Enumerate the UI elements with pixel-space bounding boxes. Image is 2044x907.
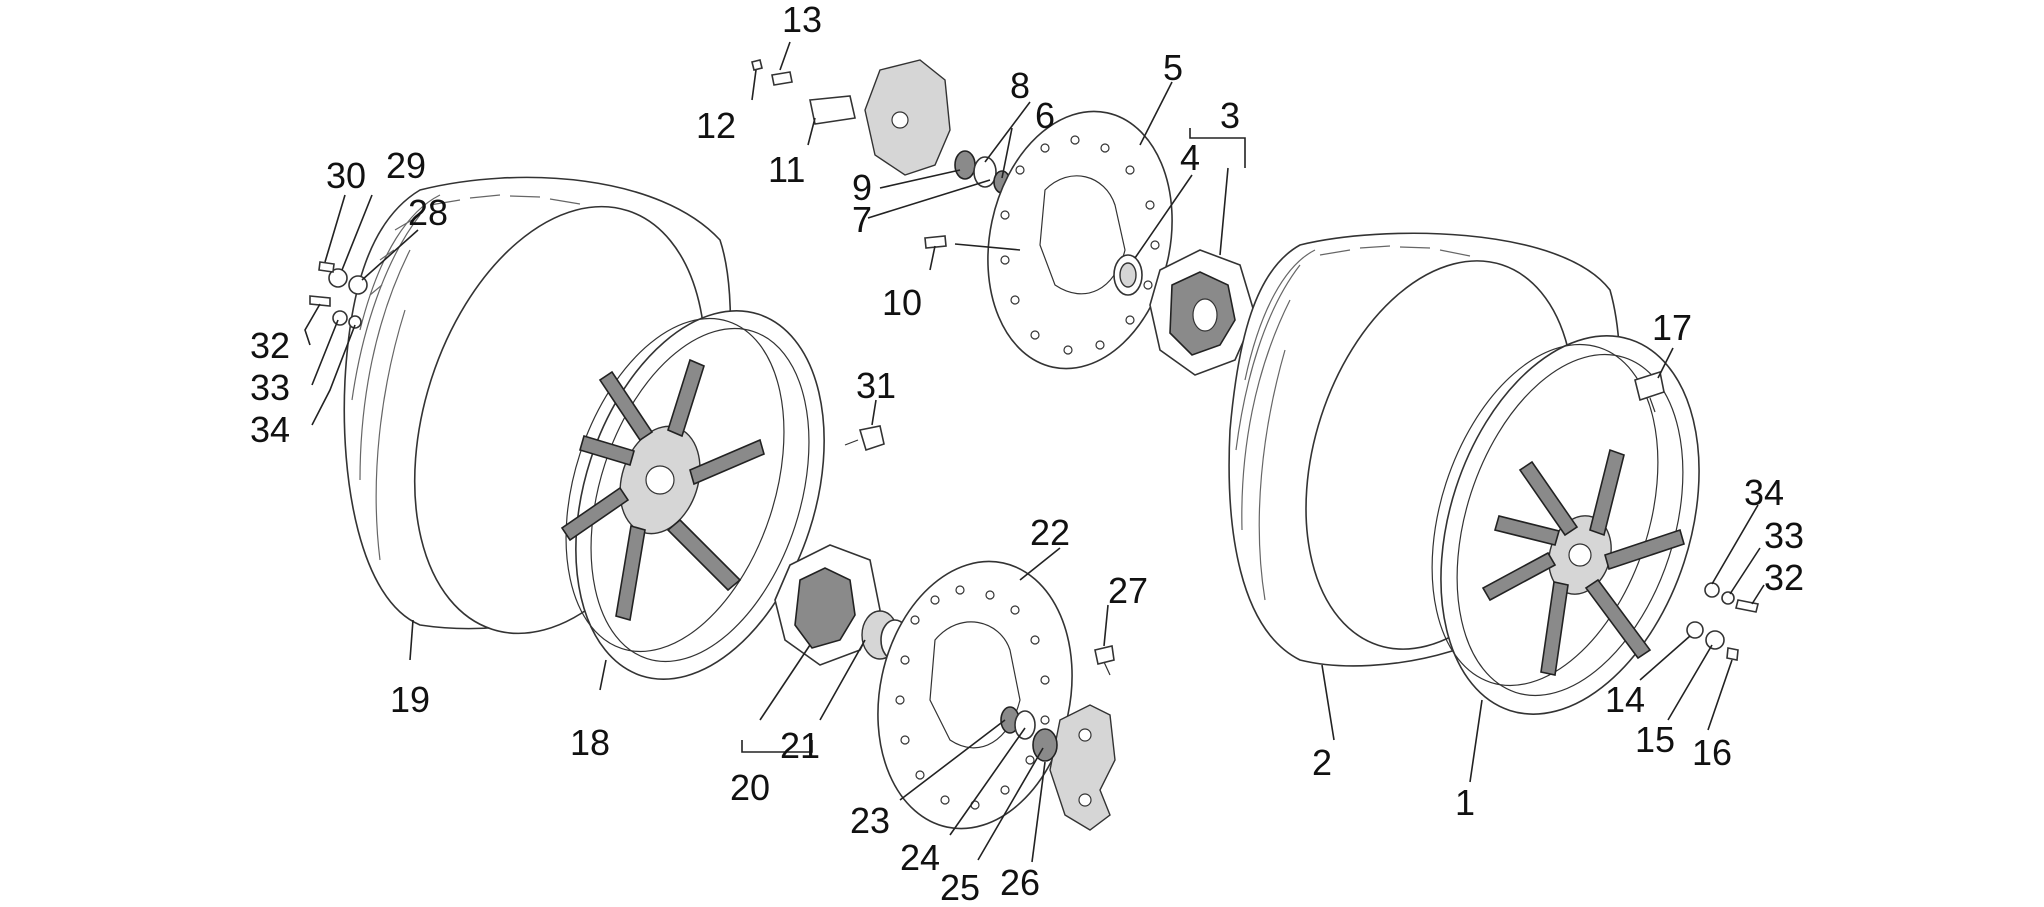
label-part-16: 16 [1692, 732, 1732, 773]
label-part-11: 11 [768, 149, 805, 190]
label-part-10: 10 [882, 282, 922, 323]
label-part-30: 30 [326, 155, 366, 196]
label-part-1: 1 [1455, 782, 1475, 823]
label-part-3: 3 [1220, 95, 1240, 136]
left-small-parts [309, 261, 1115, 676]
label-part-23: 23 [850, 800, 890, 841]
top-brake-disc-5 [987, 110, 1173, 370]
label-part-33-right: 33 [1764, 515, 1804, 556]
label-part-33-left: 33 [250, 367, 290, 408]
label-part-34-right: 34 [1744, 472, 1784, 513]
label-part-15: 15 [1635, 719, 1675, 760]
left-hub-20 [774, 544, 910, 666]
label-part-5: 5 [1163, 47, 1183, 88]
part-labels: 13 12 11 9 7 8 6 5 3 4 10 30 29 28 32 33… [250, 0, 1804, 907]
label-part-21: 21 [780, 725, 820, 766]
label-part-2: 2 [1312, 742, 1332, 783]
left-caliper-26 [1049, 704, 1116, 831]
label-part-17: 17 [1652, 307, 1692, 348]
left-bearings-24-25 [1000, 706, 1058, 762]
left-rim-18 [560, 310, 825, 680]
label-part-29: 29 [386, 145, 426, 186]
label-part-7: 7 [852, 199, 872, 240]
label-part-28: 28 [408, 192, 448, 233]
label-part-26: 26 [1000, 862, 1040, 903]
top-caliper-11 [809, 59, 951, 176]
label-part-27: 27 [1108, 570, 1148, 611]
label-part-32-left: 32 [250, 325, 290, 366]
label-part-19: 19 [390, 679, 430, 720]
label-part-34-left: 34 [250, 409, 290, 450]
top-small-parts [751, 59, 947, 249]
right-rim-1 [1431, 335, 1700, 715]
label-part-4: 4 [1180, 137, 1200, 178]
label-part-32-right: 32 [1764, 557, 1804, 598]
label-part-20: 20 [730, 767, 770, 808]
right-small-parts [1634, 370, 1759, 661]
top-bearings-6-7-8-9 [954, 150, 1011, 194]
top-hub-3 [1149, 249, 1256, 376]
label-part-25: 25 [940, 867, 980, 907]
label-part-6: 6 [1035, 95, 1055, 136]
label-part-18: 18 [570, 722, 610, 763]
label-part-8: 8 [1010, 65, 1030, 106]
label-part-22: 22 [1030, 512, 1070, 553]
label-part-14: 14 [1605, 679, 1645, 720]
label-part-24: 24 [900, 837, 940, 878]
top-spacer-4 [1113, 254, 1143, 296]
label-part-13: 13 [782, 0, 822, 40]
left-brake-disc-22 [877, 560, 1073, 830]
label-part-31: 31 [856, 365, 896, 406]
label-part-9: 9 [852, 167, 872, 208]
label-part-12: 12 [696, 105, 736, 146]
leader-lines [304, 41, 1765, 863]
